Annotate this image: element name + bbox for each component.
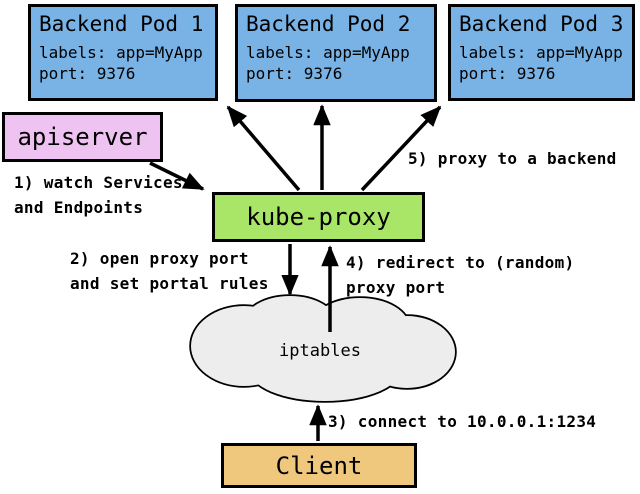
client-node: Client [221, 443, 417, 488]
client-label: Client [275, 451, 363, 480]
backend-pod-3-labels: labels: app=MyApp [459, 43, 623, 62]
annotation-step-1: 1) watch Services and Endpoints [14, 170, 183, 220]
iptables-cloud [189, 294, 457, 403]
annotation-step-1-line-2: and Endpoints [14, 198, 144, 217]
annotation-step-2-line-1: 2) open proxy port [70, 249, 249, 268]
annotation-step-4: 4) redirect to (random) proxy port [346, 250, 574, 300]
iptables-label: iptables [279, 341, 361, 361]
annotation-step-3: 3) connect to 10.0.0.1:1234 [328, 409, 596, 434]
backend-pod-1-port: port: 9376 [39, 64, 136, 83]
backend-pod-3-port: port: 9376 [459, 64, 556, 83]
backend-pod-3: Backend Pod 3 labels: app=MyApp port: 93… [448, 4, 635, 101]
backend-pod-2-title: Backend Pod 2 [246, 12, 411, 36]
annotation-step-4-line-1: 4) redirect to (random) [346, 253, 575, 272]
backend-pod-2-port: port: 9376 [246, 64, 343, 83]
kube-proxy-node: kube-proxy [212, 192, 425, 242]
arrow-proxy-to-pod-3 [360, 105, 442, 192]
annotation-step-1-line-1: 1) watch Services [14, 173, 183, 192]
apiserver-label: apiserver [17, 123, 148, 151]
backend-pod-1: Backend Pod 1 labels: app=MyApp port: 93… [28, 4, 218, 101]
annotation-step-3-line-1: 3) connect to 10.0.0.1:1234 [328, 412, 597, 431]
backend-pod-2-labels: labels: app=MyApp [246, 43, 410, 62]
kube-proxy-label: kube-proxy [246, 203, 391, 231]
backend-pod-1-title: Backend Pod 1 [39, 12, 204, 36]
arrow-proxy-to-pod-1 [226, 105, 301, 192]
backend-pod-2: Backend Pod 2 labels: app=MyApp port: 93… [235, 4, 437, 102]
arrow-watch-services [149, 161, 205, 191]
backend-pod-1-labels: labels: app=MyApp [39, 43, 203, 62]
backend-pod-3-title: Backend Pod 3 [459, 12, 624, 36]
annotation-step-4-line-2: proxy port [346, 278, 446, 297]
annotation-step-2: 2) open proxy port and set portal rules [70, 246, 269, 296]
annotation-step-5-line-1: 5) proxy to a backend [408, 149, 617, 168]
apiserver-node: apiserver [2, 112, 163, 162]
annotation-step-5: 5) proxy to a backend [408, 146, 617, 171]
annotation-step-2-line-2: and set portal rules [70, 274, 269, 293]
